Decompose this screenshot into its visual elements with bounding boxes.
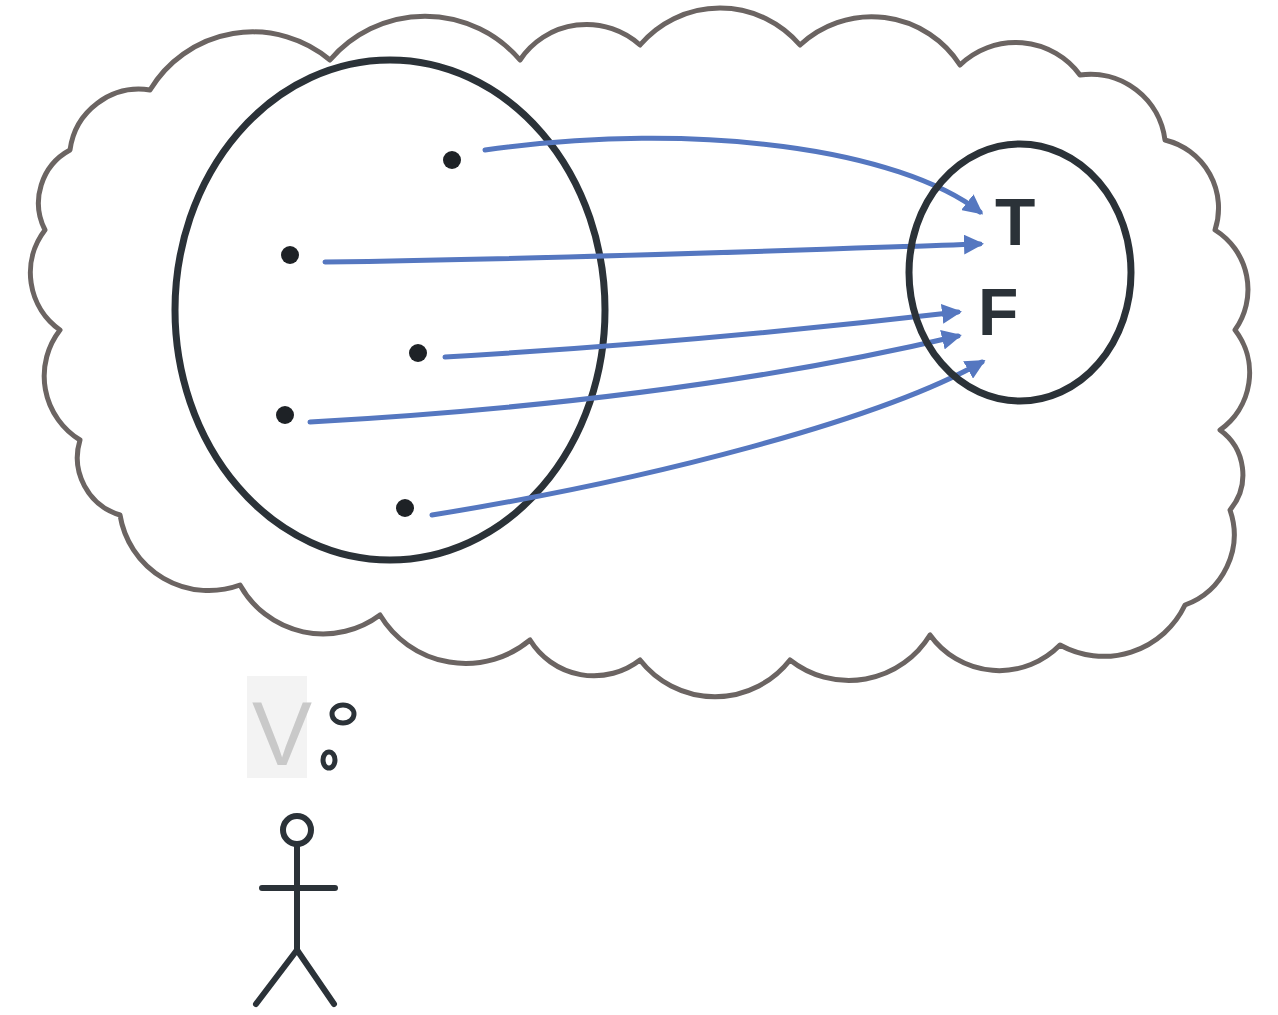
mapping-arrow	[445, 312, 958, 357]
figure-body	[294, 845, 300, 950]
stick-figure	[256, 816, 335, 1004]
element-dot	[276, 406, 294, 424]
circle-outline	[905, 140, 1135, 405]
element-dot	[281, 246, 299, 264]
element-dot	[443, 151, 461, 169]
mapping-arrows	[310, 138, 982, 515]
thought-bubbles	[323, 705, 354, 768]
mapping-arrow	[310, 336, 958, 422]
faded-letter: V	[252, 689, 312, 779]
truth-value: T	[995, 189, 1035, 255]
element-dot	[409, 344, 427, 362]
domain-oval	[175, 60, 605, 560]
mapping-arrow	[485, 138, 980, 212]
mapping-arrow	[432, 362, 982, 515]
figure-arms	[262, 885, 335, 891]
circle-outline	[909, 144, 1131, 401]
figure-leg	[256, 950, 297, 1004]
truth-value: F	[978, 279, 1018, 345]
figure-leg	[297, 950, 334, 1004]
element-dots	[276, 151, 461, 517]
figure-head	[283, 816, 311, 844]
mapping-arrow	[325, 244, 980, 262]
thought-bubble	[323, 752, 335, 768]
thought-bubble	[332, 705, 354, 723]
codomain-circle: TF	[905, 140, 1135, 405]
element-dot	[396, 499, 414, 517]
thought-cloud	[30, 8, 1249, 697]
